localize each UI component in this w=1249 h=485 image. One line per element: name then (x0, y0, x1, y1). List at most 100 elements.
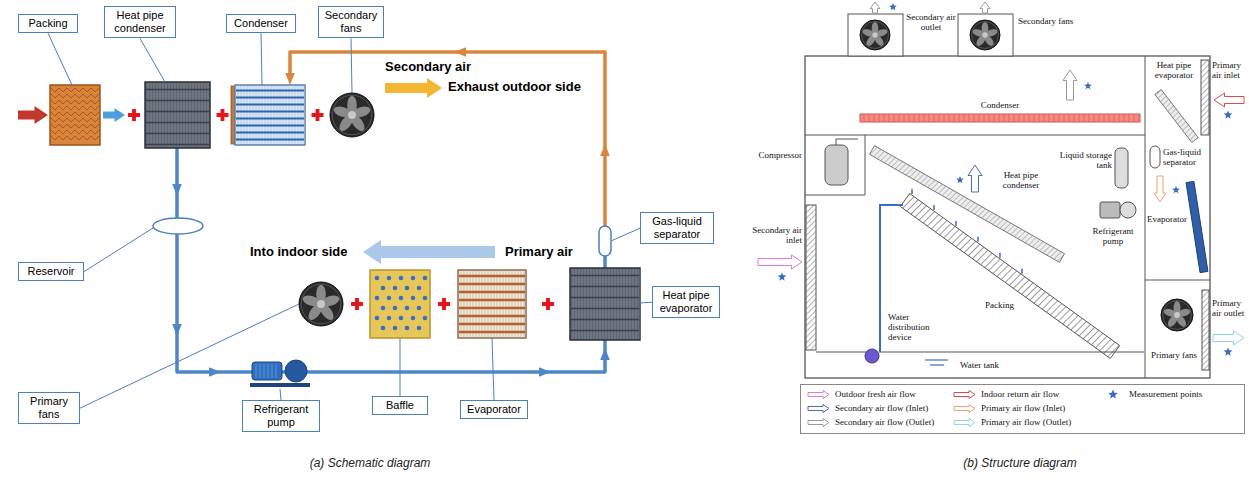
air-arrow (18, 106, 48, 124)
condenser-fin (1009, 114, 1010, 122)
condenser-fin (984, 114, 985, 122)
baffle-dot (411, 296, 416, 301)
legend-item: Indoor return air flow (953, 389, 1059, 400)
coil-fin (600, 269, 601, 339)
baffle-dot (417, 306, 422, 311)
water-drop (1021, 269, 1023, 274)
motor-fin (264, 364, 265, 378)
leader-line (400, 338, 401, 396)
coil-tube (236, 124, 304, 126)
coil-fin (184, 83, 185, 147)
callout-text: Reservoir (23, 265, 79, 278)
packing-corrugation (51, 88, 99, 92)
condenser-fin (1119, 114, 1120, 122)
coil-fin (277, 86, 278, 144)
coil-fin (274, 86, 275, 144)
legend-arrow (808, 419, 829, 427)
coil-tube (236, 103, 304, 105)
coil-fin (576, 269, 577, 339)
callout-text: Refrigerant pump (247, 403, 315, 429)
coil-fin (148, 83, 149, 147)
coil-fin (627, 269, 628, 339)
leader-line (84, 228, 153, 272)
part-label: Refrigerant pump (1085, 226, 1141, 246)
fresh-air-arrow (758, 255, 802, 269)
motor-fin (260, 364, 261, 378)
secondary-air-arrow (385, 78, 442, 98)
coil-tube (571, 330, 639, 332)
coil-fin (633, 269, 634, 339)
condenser-fin (1084, 114, 1085, 122)
coil-tube (459, 299, 525, 302)
coil-tube (236, 131, 304, 133)
label-text: Evaporator (1147, 214, 1187, 224)
coil-fin (181, 83, 182, 147)
coil-fin (476, 271, 477, 337)
fan-guard (330, 93, 374, 137)
condenser-fin (954, 114, 955, 122)
label-text: Gas-liquid separator (1163, 147, 1201, 167)
coil-tube (146, 89, 209, 91)
coil-fin (624, 269, 625, 339)
flow-arrowhead (285, 73, 295, 85)
coil-fin (178, 83, 179, 147)
coil-fin (509, 271, 510, 337)
condenser-fin (934, 114, 935, 122)
label-text: Exhaust outdoor side (448, 79, 581, 94)
storage-tank (1115, 148, 1128, 188)
callout-box: Packing (18, 14, 78, 33)
packing-corrugation (51, 94, 99, 98)
coil-tube (459, 331, 525, 334)
plus-sign (312, 109, 324, 121)
part-label: Heat pipe evaporator (1150, 60, 1198, 80)
coil-fin (588, 269, 589, 339)
partition (1145, 56, 1146, 378)
callout-box: Secondary fans (318, 6, 384, 38)
condenser-fin (914, 114, 915, 122)
callout-text: Primary fans (23, 395, 75, 421)
leader-lines (48, 33, 652, 408)
label-text: (a) Schematic diagram (310, 456, 431, 470)
flow-arrowhead (172, 184, 182, 196)
coil-fin (615, 269, 616, 339)
coil-fin (250, 86, 251, 144)
coil-tube (146, 100, 209, 102)
condenser-fin (1014, 114, 1015, 122)
leader-line (492, 338, 494, 400)
vapour-pipe (290, 52, 605, 226)
flow-label: Secondary air (385, 60, 471, 75)
fan-guard (1161, 299, 1193, 331)
legend-item: Primary air flow (Inlet) (953, 403, 1065, 414)
condenser-fin (1124, 114, 1125, 122)
coil-fin (497, 271, 498, 337)
leader-line (611, 228, 640, 241)
coil-tube (459, 307, 525, 310)
coil-tube (459, 315, 525, 318)
label-text: Heat pipe condenser (1003, 170, 1039, 190)
coil-fin (259, 86, 260, 144)
coil-tube (459, 275, 525, 278)
flow-arrowhead (209, 367, 221, 377)
callout-text: Heat pipe condenser (109, 9, 171, 35)
measurement-star (1224, 348, 1233, 356)
coil-tube (146, 133, 209, 135)
condenser-fin (989, 114, 990, 122)
motor-fin (276, 364, 277, 378)
label-text: Packing (985, 300, 1014, 310)
coil-fin (187, 83, 188, 147)
condenser-fin (904, 114, 905, 122)
secondary-outlet-arrow (1063, 70, 1077, 100)
coil-fin (473, 271, 474, 337)
callout-box: Reservoir (18, 262, 84, 281)
baffle-dot (423, 316, 428, 321)
coil-body (235, 85, 305, 145)
callout-box: Baffle (372, 396, 428, 415)
coil-fin (621, 269, 622, 339)
coil-fin (639, 269, 640, 339)
label-text: Liquid storage tank (1060, 150, 1112, 170)
legend-text: Secondary air flow (Outlet) (835, 418, 934, 428)
coil-fin (461, 271, 462, 337)
coil-fin (160, 83, 161, 147)
primary-air-arrow (363, 240, 495, 264)
